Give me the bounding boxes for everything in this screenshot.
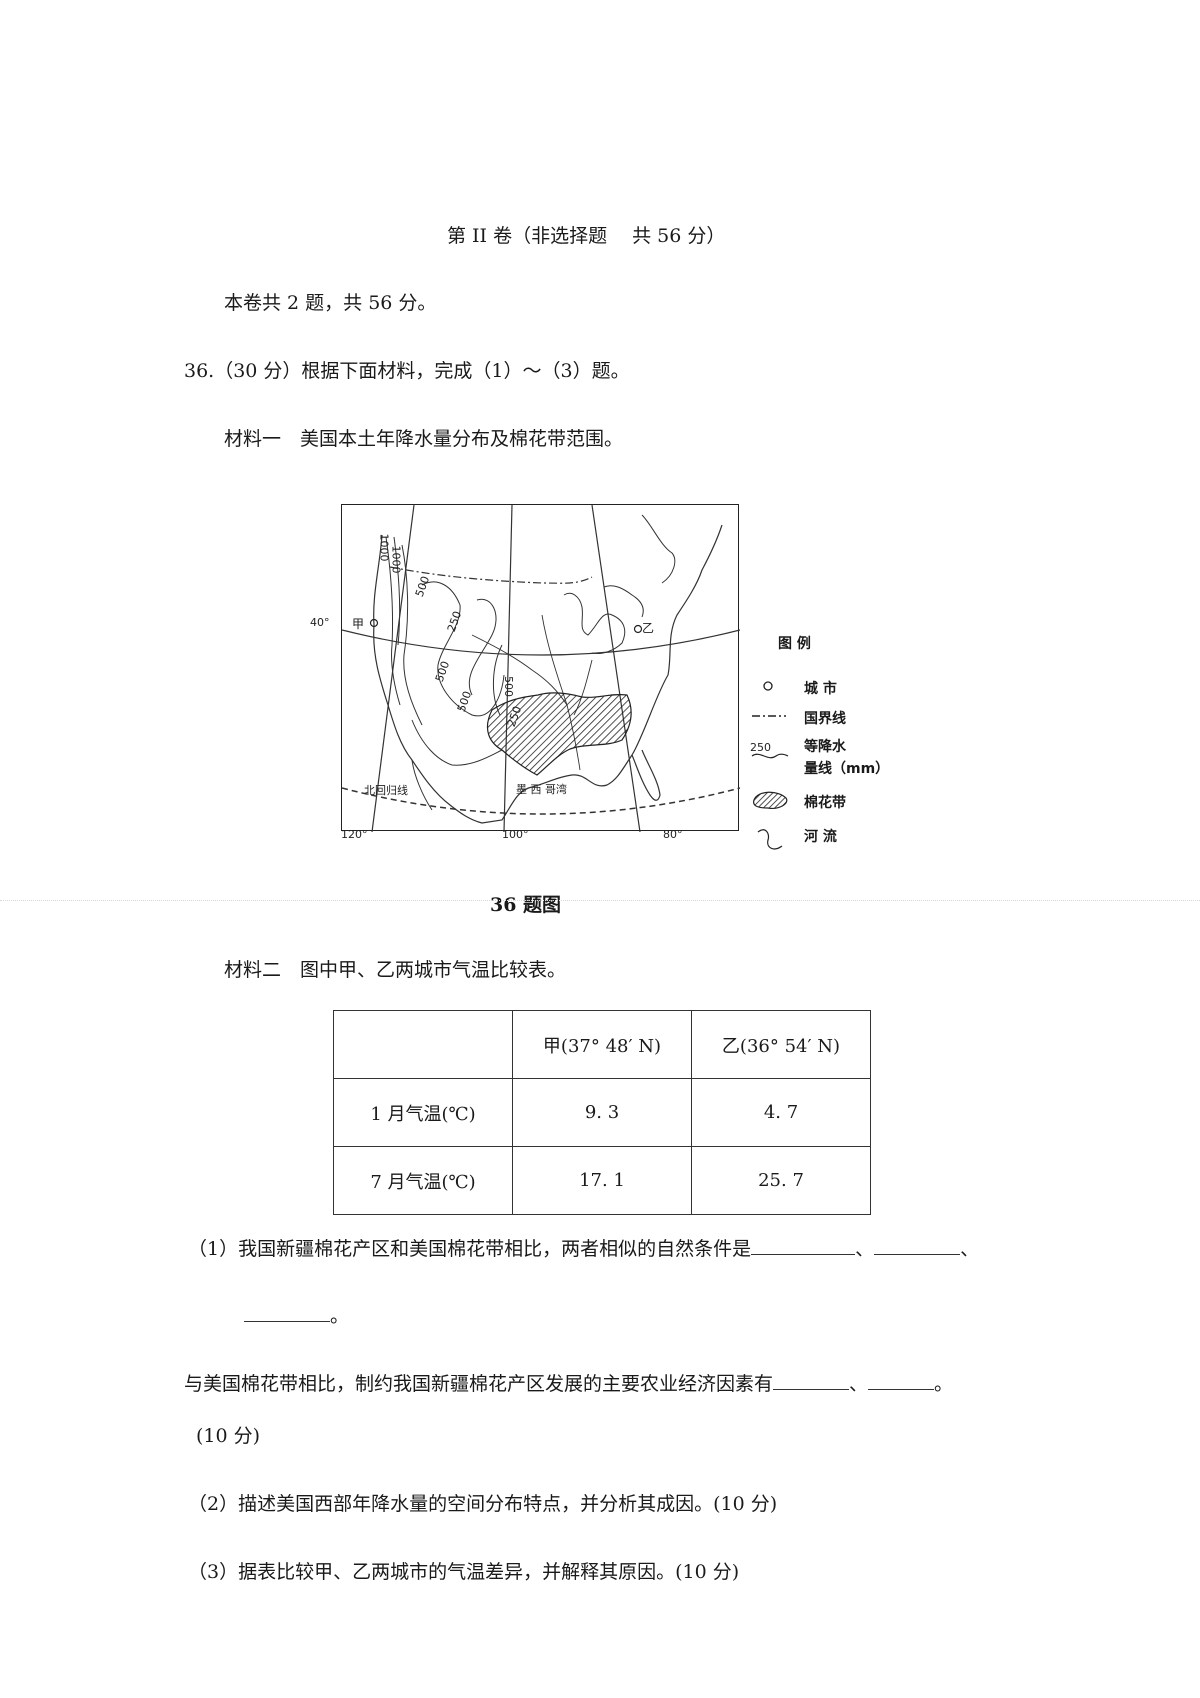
period: 。 [934,1373,954,1395]
legend-isohyet-2: 量线（mm） [804,761,890,777]
question-3: （3）据表比较甲、乙两城市的气温差异，并解释其原因。(10 分) [188,1561,740,1583]
city-yi-label: 乙 [642,621,655,635]
table-row: 7 月气温(℃) 17. 1 25. 7 [333,1146,871,1215]
table-header-row: 甲(37° 48′ N) 乙(36° 54′ N) [333,1010,871,1079]
question-1-line1: （1）我国新疆棉花产区和美国棉花带相比，两者相似的自然条件是 、 、 [188,1236,979,1261]
legend-city: 城 市 [804,681,837,697]
table-row: 1 月气温(℃) 9. 3 4. 7 [333,1078,871,1147]
table-cell [333,1010,513,1079]
legend-symbols [751,681,789,850]
separator: 、 [855,1238,875,1260]
table-cell: 17. 1 [512,1146,692,1215]
section-title: 第 II 卷（非选择题 共 56 分） [447,225,726,247]
table-header-jia: 甲(37° 48′ N) [512,1010,692,1079]
answer-blank[interactable] [868,1371,935,1390]
answer-blank[interactable] [773,1371,850,1390]
legend-sample-value: 250 [750,741,771,754]
lon-80-label: 80° [663,828,683,841]
gulf-label: 墨 西 哥湾 [516,783,567,796]
lon-100-label: 100° [502,828,529,841]
table-cell: 7 月气温(℃) [333,1146,513,1215]
period: 。 [330,1305,350,1327]
table-cell: 4. 7 [691,1078,871,1147]
table-header-yi: 乙(36° 54′ N) [691,1010,871,1079]
tropic-label: 北回归线 [364,784,408,797]
us-precipitation-map: 1000 1000 500 250 500 500 500 250 甲 乙 北回… [341,504,740,832]
temperature-table: 甲(37° 48′ N) 乙(36° 54′ N) 1 月气温(℃) 9. 3 … [333,1010,871,1215]
answer-blank[interactable] [751,1236,856,1255]
question-1-score: (10 分) [196,1425,261,1447]
material-2-text: 材料二 图中甲、乙两城市气温比较表。 [224,959,567,981]
answer-blank[interactable] [244,1303,330,1322]
table-cell: 25. 7 [691,1146,871,1215]
question-36: 36.（30 分）根据下面材料，完成（1）～（3）题。 [184,360,630,382]
separator: 、 [849,1373,869,1395]
city-jia-label: 甲 [352,617,365,631]
map-drawing [342,505,740,832]
material-1-text: 材料一 美国本土年降水量分布及棉花带范围。 [224,428,624,450]
legend-title: 图 例 [778,636,811,652]
lon-120-label: 120° [341,828,368,841]
question-1-line3: 与美国棉花带相比，制约我国新疆棉花产区发展的主要农业经济因素有 、 。 [184,1371,953,1396]
separator: 、 [960,1238,980,1260]
intro-text: 本卷共 2 题，共 56 分。 [224,292,437,314]
legend-cotton-belt: 棉花带 [804,795,846,811]
question-2: （2）描述美国西部年降水量的空间分布特点，并分析其成因。(10 分) [188,1493,778,1515]
page-divider [0,900,1200,901]
isohyet-label: 500 [502,676,515,697]
table-cell: 9. 3 [512,1078,692,1147]
question-1-text: （1）我国新疆棉花产区和美国棉花带相比，两者相似的自然条件是 [188,1238,752,1260]
legend-border: 国界线 [804,711,846,727]
legend-isohyet-1: 等降水 [804,739,846,755]
answer-blank[interactable] [874,1236,961,1255]
map-caption: 36 题图 [490,894,562,916]
question-1-line2: 。 [244,1303,349,1328]
isohyet-label: 1000 [389,545,403,574]
legend-river: 河 流 [804,829,837,845]
question-1-econ-text: 与美国棉花带相比，制约我国新疆棉花产区发展的主要农业经济因素有 [184,1373,774,1395]
table-cell: 1 月气温(℃) [333,1078,513,1147]
lat-40-label: 40° [310,616,330,629]
